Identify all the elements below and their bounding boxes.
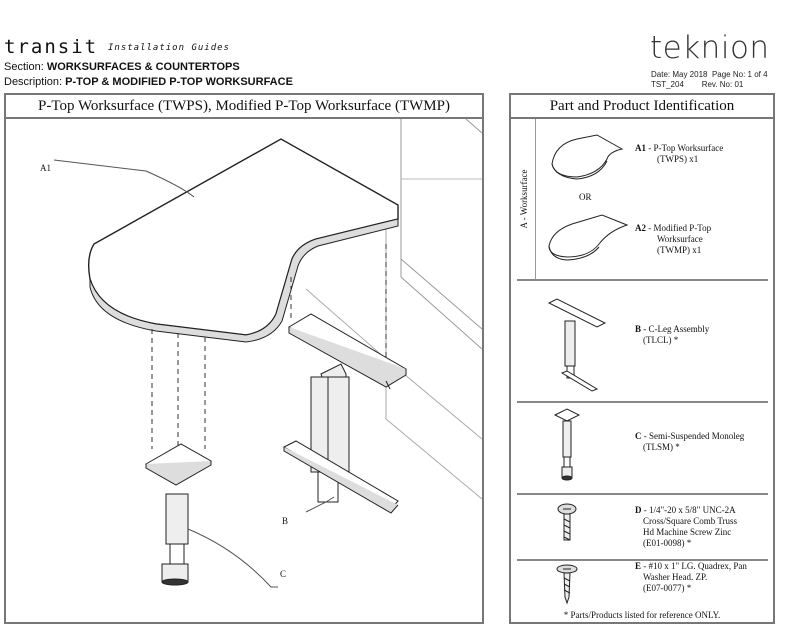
reference-note: * Parts/Products listed for reference ON… [563,610,721,620]
part-d-desc4: (E01-0098) * [643,538,692,548]
part-a2-label: A2 - Modified P-Top Worksurface (TWMP) x… [635,223,711,256]
parts-section-b: B - C-Leg Assembly (TLCL) * [517,281,768,403]
part-e-desc3: (E07-0077) * [643,583,692,593]
part-e-desc2: Washer Head. ZP. [643,572,708,582]
doc-code: TST_204 [651,80,684,89]
part-a1-code: A1 [635,143,646,153]
part-c-desc2: (TLSM) * [643,442,680,452]
part-e-label: E - #10 x 1" LG. Quadrex, Pan Washer Hea… [635,561,747,594]
section-line: Section: WORKSURFACES & COUNTERTOPS [4,61,240,73]
part-d-code: D [635,505,642,515]
description-line: Description: P-TOP & MODIFIED P-TOP WORK… [4,76,293,88]
part-c-label: C - Semi-Suspended Monoleg (TLSM) * [635,431,744,453]
part-b-label: B - C-Leg Assembly (TLCL) * [635,324,709,346]
section-label: Section: [4,61,47,73]
part-b-desc2: (TLCL) * [643,335,679,345]
part-a2-desc3: (TWMP) x1 [657,245,702,255]
doc-page: Page No: 1 of 4 [711,70,768,79]
callout-c: C [280,569,287,579]
description-value: P-TOP & MODIFIED P-TOP WORKSURFACE [65,76,293,88]
assembly-panel: P-Top Worksurface (TWPS), Modified P-Top… [4,93,484,624]
parts-panel-title: Part and Product Identification [511,95,773,119]
section-value: WORKSURFACES & COUNTERTOPS [46,61,240,73]
description-label: Description: [4,76,66,88]
brand-title: transit [4,36,99,58]
doc-rev: Rev. No: 01 [701,80,744,89]
part-d-desc3: Hd Machine Screw Zinc [643,527,732,537]
teknion-logo: teknion [650,30,770,66]
doc-date: Date: May 2018 [651,70,708,79]
part-a2-desc2: Worksurface [657,234,703,244]
part-c-desc: - Semi-Suspended Monoleg [643,431,745,441]
doc-code-rev: TST_204 Rev. No: 01 [651,80,743,89]
monoleg-thumbnail [553,408,581,481]
brand-subtitle: Installation Guides [108,43,230,53]
or-text: OR [579,192,592,202]
part-b-code: B [635,324,642,334]
callout-b: B [282,516,289,526]
section-a-side-label: A - Worksurface [517,119,536,279]
part-b-desc: - C-Leg Assembly [643,324,710,334]
section-a-side-text: A - Worksurface [519,169,529,229]
assembly-drawing [53,119,482,588]
machine-screw-icon [557,503,577,541]
parts-section-e: E - #10 x 1" LG. Quadrex, Pan Washer Hea… [517,561,768,606]
assembly-panel-title: P-Top Worksurface (TWPS), Modified P-Top… [6,95,482,119]
part-c-code: C [635,431,642,441]
parts-panel: Part and Product Identification A - Work… [509,93,775,624]
pan-head-screw-icon [556,564,578,605]
part-d-desc2: Cross/Square Comb Truss [643,516,738,526]
c-leg-thumbnail [547,298,607,392]
part-d-label: D - 1/4"-20 x 5/8" UNC-2A Cross/Square C… [635,505,737,549]
part-e-code: E [635,561,642,571]
parts-section-a: A - Worksurface OR A1 - P-Top Worksurfac… [517,119,768,281]
part-a1-desc2: (TWPS) x1 [657,154,699,164]
part-a2-code: A2 [635,223,646,233]
parts-section-c: C - Semi-Suspended Monoleg (TLSM) * [517,403,768,495]
part-d-desc: - 1/4"-20 x 5/8" UNC-2A [643,505,736,515]
part-e-desc: - #10 x 1" LG. Quadrex, Pan [643,561,747,571]
part-a2-desc: - Modified P-Top [648,223,712,233]
worksurface-thumbnails [548,134,629,261]
callout-a1: A1 [40,163,51,173]
part-a1-label: A1 - P-Top Worksurface (TWPS) x1 [635,143,723,165]
parts-section-d: D - 1/4"-20 x 5/8" UNC-2A Cross/Square C… [517,495,768,561]
doc-date-page: Date: May 2018 Page No: 1 of 4 [651,70,768,79]
part-a1-desc: - P-Top Worksurface [648,143,724,153]
